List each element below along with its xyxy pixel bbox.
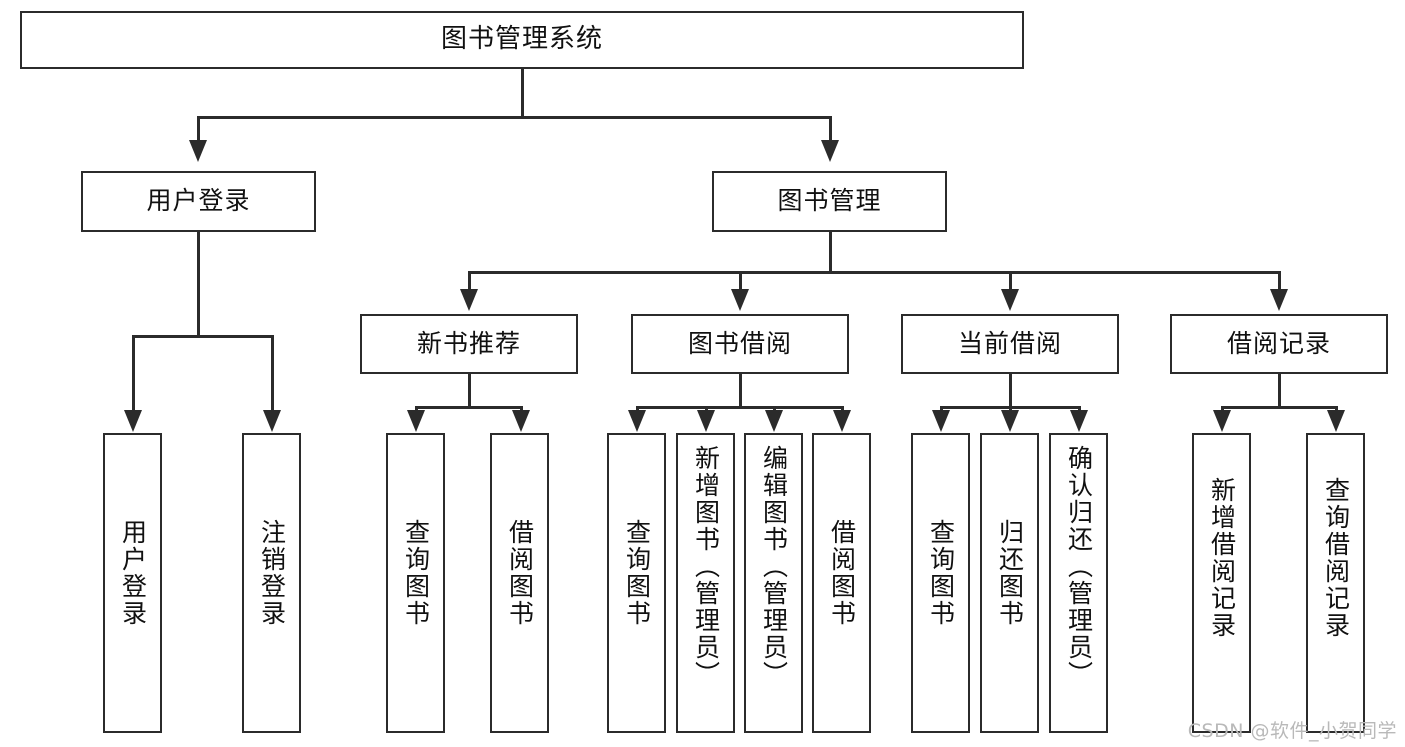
node-label: 借阅图书 [505, 519, 535, 627]
connector-to-user-login [197, 116, 200, 143]
node-label: 查询借阅记录 [1321, 477, 1351, 639]
connector-borrow-record-stem [1278, 374, 1281, 407]
node-label: 查询图书 [926, 519, 956, 627]
leaf-query-book-current[interactable]: 查询图书 [911, 433, 970, 733]
connector-user-login-leaf2 [271, 335, 274, 413]
leaf-logout[interactable]: 注销登录 [242, 433, 301, 733]
arrow-user-login-leaf1 [124, 410, 142, 432]
arrow-new-book-leaf1 [407, 410, 425, 432]
arrow-book-borrow-leaf4 [833, 410, 851, 432]
node-label: 归还图书 [995, 519, 1025, 627]
leaf-borrow-book-new[interactable]: 借阅图书 [490, 433, 549, 733]
node-label: 图书管理 [777, 186, 882, 216]
node-label: 注销登录 [257, 519, 287, 627]
node-label: 当前借阅 [957, 328, 1062, 358]
leaf-borrow-book[interactable]: 借阅图书 [812, 433, 871, 733]
node-label: 编辑图书（管理员） [759, 445, 789, 688]
connector-user-login-leaf1 [132, 335, 135, 413]
node-label: 用户登录 [118, 519, 148, 627]
leaf-add-borrow-record[interactable]: 新增借阅记录 [1192, 433, 1251, 733]
arrow-to-new-book [460, 289, 478, 311]
node-label: 用户登录 [146, 186, 251, 216]
arrow-to-borrow-record [1270, 289, 1288, 311]
connector-to-book-borrow [739, 271, 742, 291]
leaf-query-book-new[interactable]: 查询图书 [386, 433, 445, 733]
node-label: 新增借阅记录 [1207, 477, 1237, 639]
connector-to-new-book [468, 271, 471, 291]
leaf-return-book[interactable]: 归还图书 [980, 433, 1039, 733]
arrow-borrow-record-leaf2 [1327, 410, 1345, 432]
leaf-add-book-admin[interactable]: 新增图书（管理员） [676, 433, 735, 733]
connector-new-book-bus [416, 406, 521, 409]
arrow-to-book-management [821, 140, 839, 162]
leaf-confirm-return-admin[interactable]: 确认归还（管理员） [1049, 433, 1108, 733]
connector-user-login-stem [197, 232, 200, 336]
node-label: 新书推荐 [416, 328, 521, 358]
node-current-borrow[interactable]: 当前借阅 [901, 314, 1119, 374]
connector-root-stem [521, 69, 524, 116]
connector-borrow-record-bus [1222, 406, 1336, 409]
connector-book-management-stem [829, 232, 832, 272]
arrow-book-borrow-leaf3 [765, 410, 783, 432]
leaf-query-borrow-record[interactable]: 查询借阅记录 [1306, 433, 1365, 733]
node-label: 借阅记录 [1226, 328, 1331, 358]
connector-to-borrow-record [1278, 271, 1281, 291]
node-book-borrow[interactable]: 图书借阅 [631, 314, 849, 374]
connector-level3-bus [469, 271, 1280, 274]
arrow-new-book-leaf2 [512, 410, 530, 432]
connector-level2-bus [198, 116, 832, 119]
csdn-watermark: CSDN @软件_小贺同学 [1187, 720, 1397, 742]
arrow-book-borrow-leaf2 [697, 410, 715, 432]
connector-current-borrow-stem [1009, 374, 1012, 407]
connector-to-current-borrow [1009, 271, 1012, 291]
node-borrow-record[interactable]: 借阅记录 [1170, 314, 1388, 374]
node-root-system[interactable]: 图书管理系统 [20, 11, 1024, 69]
connector-new-book-stem [468, 374, 471, 407]
node-book-management[interactable]: 图书管理 [712, 171, 947, 232]
node-label: 借阅图书 [827, 519, 857, 627]
connector-book-borrow-bus [637, 406, 842, 409]
node-label: 新增图书（管理员） [691, 445, 721, 688]
arrow-current-borrow-leaf1 [932, 410, 950, 432]
arrow-book-borrow-leaf1 [628, 410, 646, 432]
node-label: 查询图书 [622, 519, 652, 627]
node-label: 确认归还（管理员） [1064, 445, 1094, 688]
arrow-to-current-borrow [1001, 289, 1019, 311]
arrow-borrow-record-leaf1 [1213, 410, 1231, 432]
leaf-edit-book-admin[interactable]: 编辑图书（管理员） [744, 433, 803, 733]
node-label: 图书借阅 [687, 328, 792, 358]
node-new-book-recommend[interactable]: 新书推荐 [360, 314, 578, 374]
connector-user-login-bus [133, 335, 273, 338]
arrow-current-borrow-leaf2 [1001, 410, 1019, 432]
leaf-query-book-borrow[interactable]: 查询图书 [607, 433, 666, 733]
node-label: 图书管理系统 [440, 24, 603, 55]
arrow-to-user-login [189, 140, 207, 162]
leaf-user-login[interactable]: 用户登录 [103, 433, 162, 733]
node-label: 查询图书 [401, 519, 431, 627]
connector-to-book-management [829, 116, 832, 143]
arrow-current-borrow-leaf3 [1070, 410, 1088, 432]
connector-book-borrow-stem [739, 374, 742, 407]
arrow-user-login-leaf2 [263, 410, 281, 432]
arrow-to-book-borrow [731, 289, 749, 311]
node-user-login[interactable]: 用户登录 [81, 171, 316, 232]
